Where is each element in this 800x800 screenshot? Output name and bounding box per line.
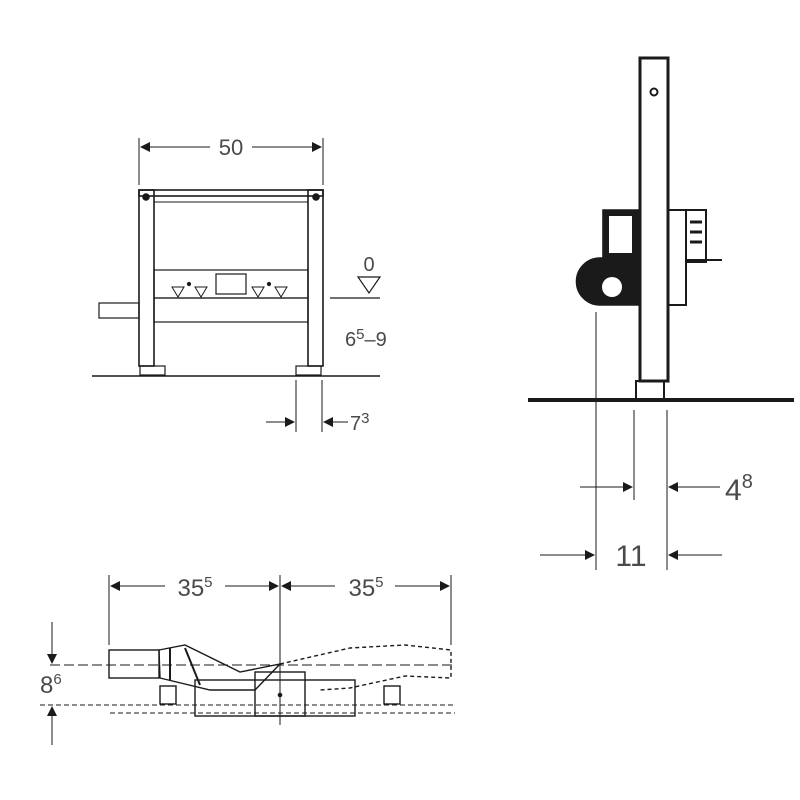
- side-offset-label: 48: [725, 471, 753, 507]
- foot-offset-label: 73: [350, 410, 369, 435]
- top-view: [40, 575, 455, 745]
- side-depth-label: 11: [615, 540, 646, 573]
- height-range-label: 65–9: [345, 326, 387, 351]
- front-view: [92, 138, 382, 432]
- top-height-label: 86: [40, 671, 62, 699]
- width-label: 50: [219, 135, 243, 160]
- top-right-distance-label: 355: [348, 574, 383, 602]
- side-view: [528, 56, 794, 570]
- top-left-distance-label: 355: [177, 574, 212, 602]
- level-label: 0: [363, 254, 374, 276]
